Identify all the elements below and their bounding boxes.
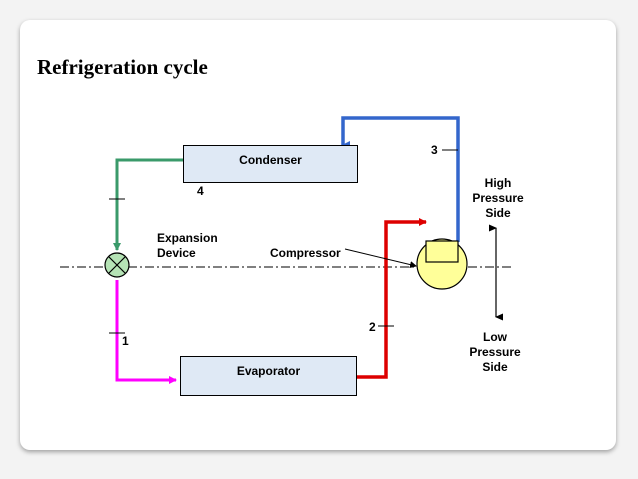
expansion-device-label: Expansion Device bbox=[157, 231, 218, 260]
condenser-label: Condenser bbox=[239, 153, 302, 167]
expansion-valve-icon bbox=[104, 252, 130, 278]
low-pressure-side-label: Low Pressure Side bbox=[469, 330, 521, 374]
compressor-leader-line bbox=[344, 248, 417, 269]
condenser-outlet-line bbox=[113, 158, 183, 251]
state-point-1: 1 bbox=[122, 334, 129, 348]
state-point-4: 4 bbox=[197, 184, 204, 198]
compressor-icon bbox=[416, 238, 468, 290]
high-pressure-side-label: High Pressure Side bbox=[472, 176, 524, 220]
slide-title: Refrigeration cycle bbox=[37, 55, 208, 79]
expansion-outlet-line bbox=[115, 280, 177, 384]
compressor-label: Compressor bbox=[270, 246, 341, 260]
evaporator-box: Evaporator bbox=[180, 356, 357, 396]
suction-line bbox=[357, 218, 427, 379]
discharge-line bbox=[341, 116, 460, 242]
state-point-3: 3 bbox=[431, 143, 438, 157]
evaporator-label: Evaporator bbox=[236, 364, 301, 378]
condenser-box: Condenser bbox=[183, 145, 358, 183]
state-point-2: 2 bbox=[369, 320, 376, 334]
